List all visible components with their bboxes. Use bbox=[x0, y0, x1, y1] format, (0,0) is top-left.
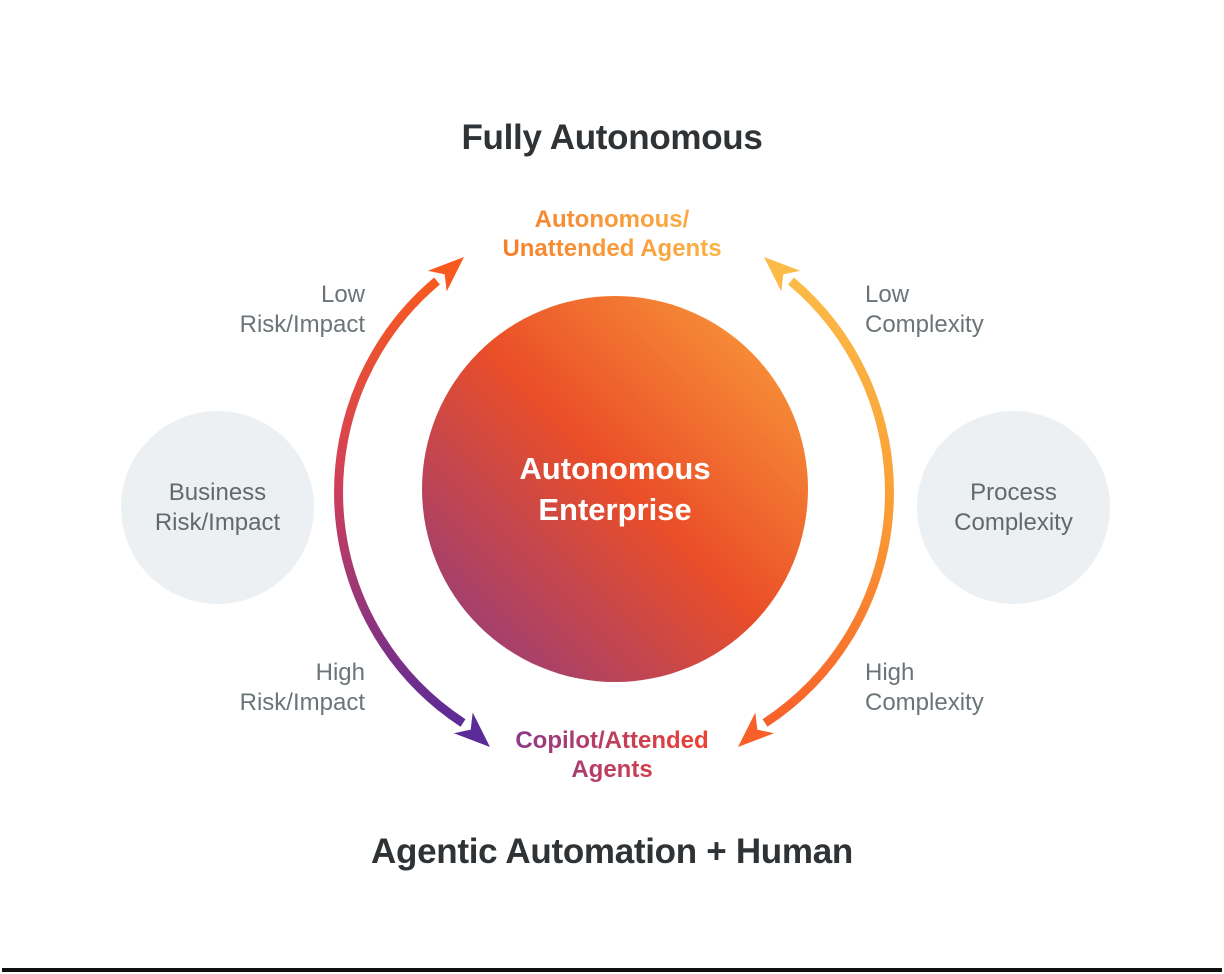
high-complexity-label: High Complexity bbox=[865, 658, 984, 718]
arrowhead-top-right-icon bbox=[764, 257, 801, 292]
footer-divider bbox=[2, 968, 1222, 972]
autonomous-enterprise-line1: Autonomous bbox=[519, 451, 711, 486]
process-complexity-circle-line1: Process bbox=[970, 478, 1057, 506]
bottom-agent-label: Copilot/Attended Agents bbox=[515, 726, 708, 784]
complexity-arc bbox=[762, 277, 894, 727]
low-complexity-label: Low Complexity bbox=[865, 280, 984, 340]
arrowhead-top-left-icon bbox=[427, 257, 464, 292]
low-risk-label-line1: Low bbox=[320, 281, 365, 308]
high-complexity-label-line2: Complexity bbox=[865, 689, 984, 716]
process-complexity-circle: Process Complexity bbox=[917, 411, 1110, 604]
bottom-agent-label-line1: Copilot/Attended bbox=[515, 727, 709, 754]
high-risk-label-line2: Risk/Impact bbox=[239, 689, 365, 716]
bottom-title: Agentic Automation + Human bbox=[371, 832, 853, 871]
business-risk-circle-line1: Business bbox=[168, 478, 267, 506]
high-risk-label: High Risk/Impact bbox=[240, 658, 365, 718]
bottom-agent-label-line2: Agents bbox=[571, 756, 653, 783]
autonomous-enterprise-line2: Enterprise bbox=[538, 492, 692, 527]
autonomous-enterprise-circle: Autonomous Enterprise bbox=[422, 296, 808, 682]
business-risk-circle-line2: Risk/Impact bbox=[154, 508, 281, 536]
high-complexity-label-line1: High bbox=[865, 659, 915, 686]
arrowhead-bottom-right-icon bbox=[738, 712, 775, 747]
low-risk-label-line2: Risk/Impact bbox=[239, 311, 365, 338]
business-risk-circle: Business Risk/Impact bbox=[121, 411, 314, 604]
high-risk-label-line1: High bbox=[315, 659, 365, 686]
top-title: Fully Autonomous bbox=[461, 118, 763, 157]
low-complexity-label-line2: Complexity bbox=[865, 311, 984, 338]
low-risk-label: Low Risk/Impact bbox=[240, 280, 365, 340]
low-complexity-label-line1: Low bbox=[865, 281, 910, 308]
process-complexity-circle-line2: Complexity bbox=[954, 508, 1073, 536]
risk-arc bbox=[334, 277, 466, 727]
arrowhead-bottom-left-icon bbox=[453, 712, 490, 747]
